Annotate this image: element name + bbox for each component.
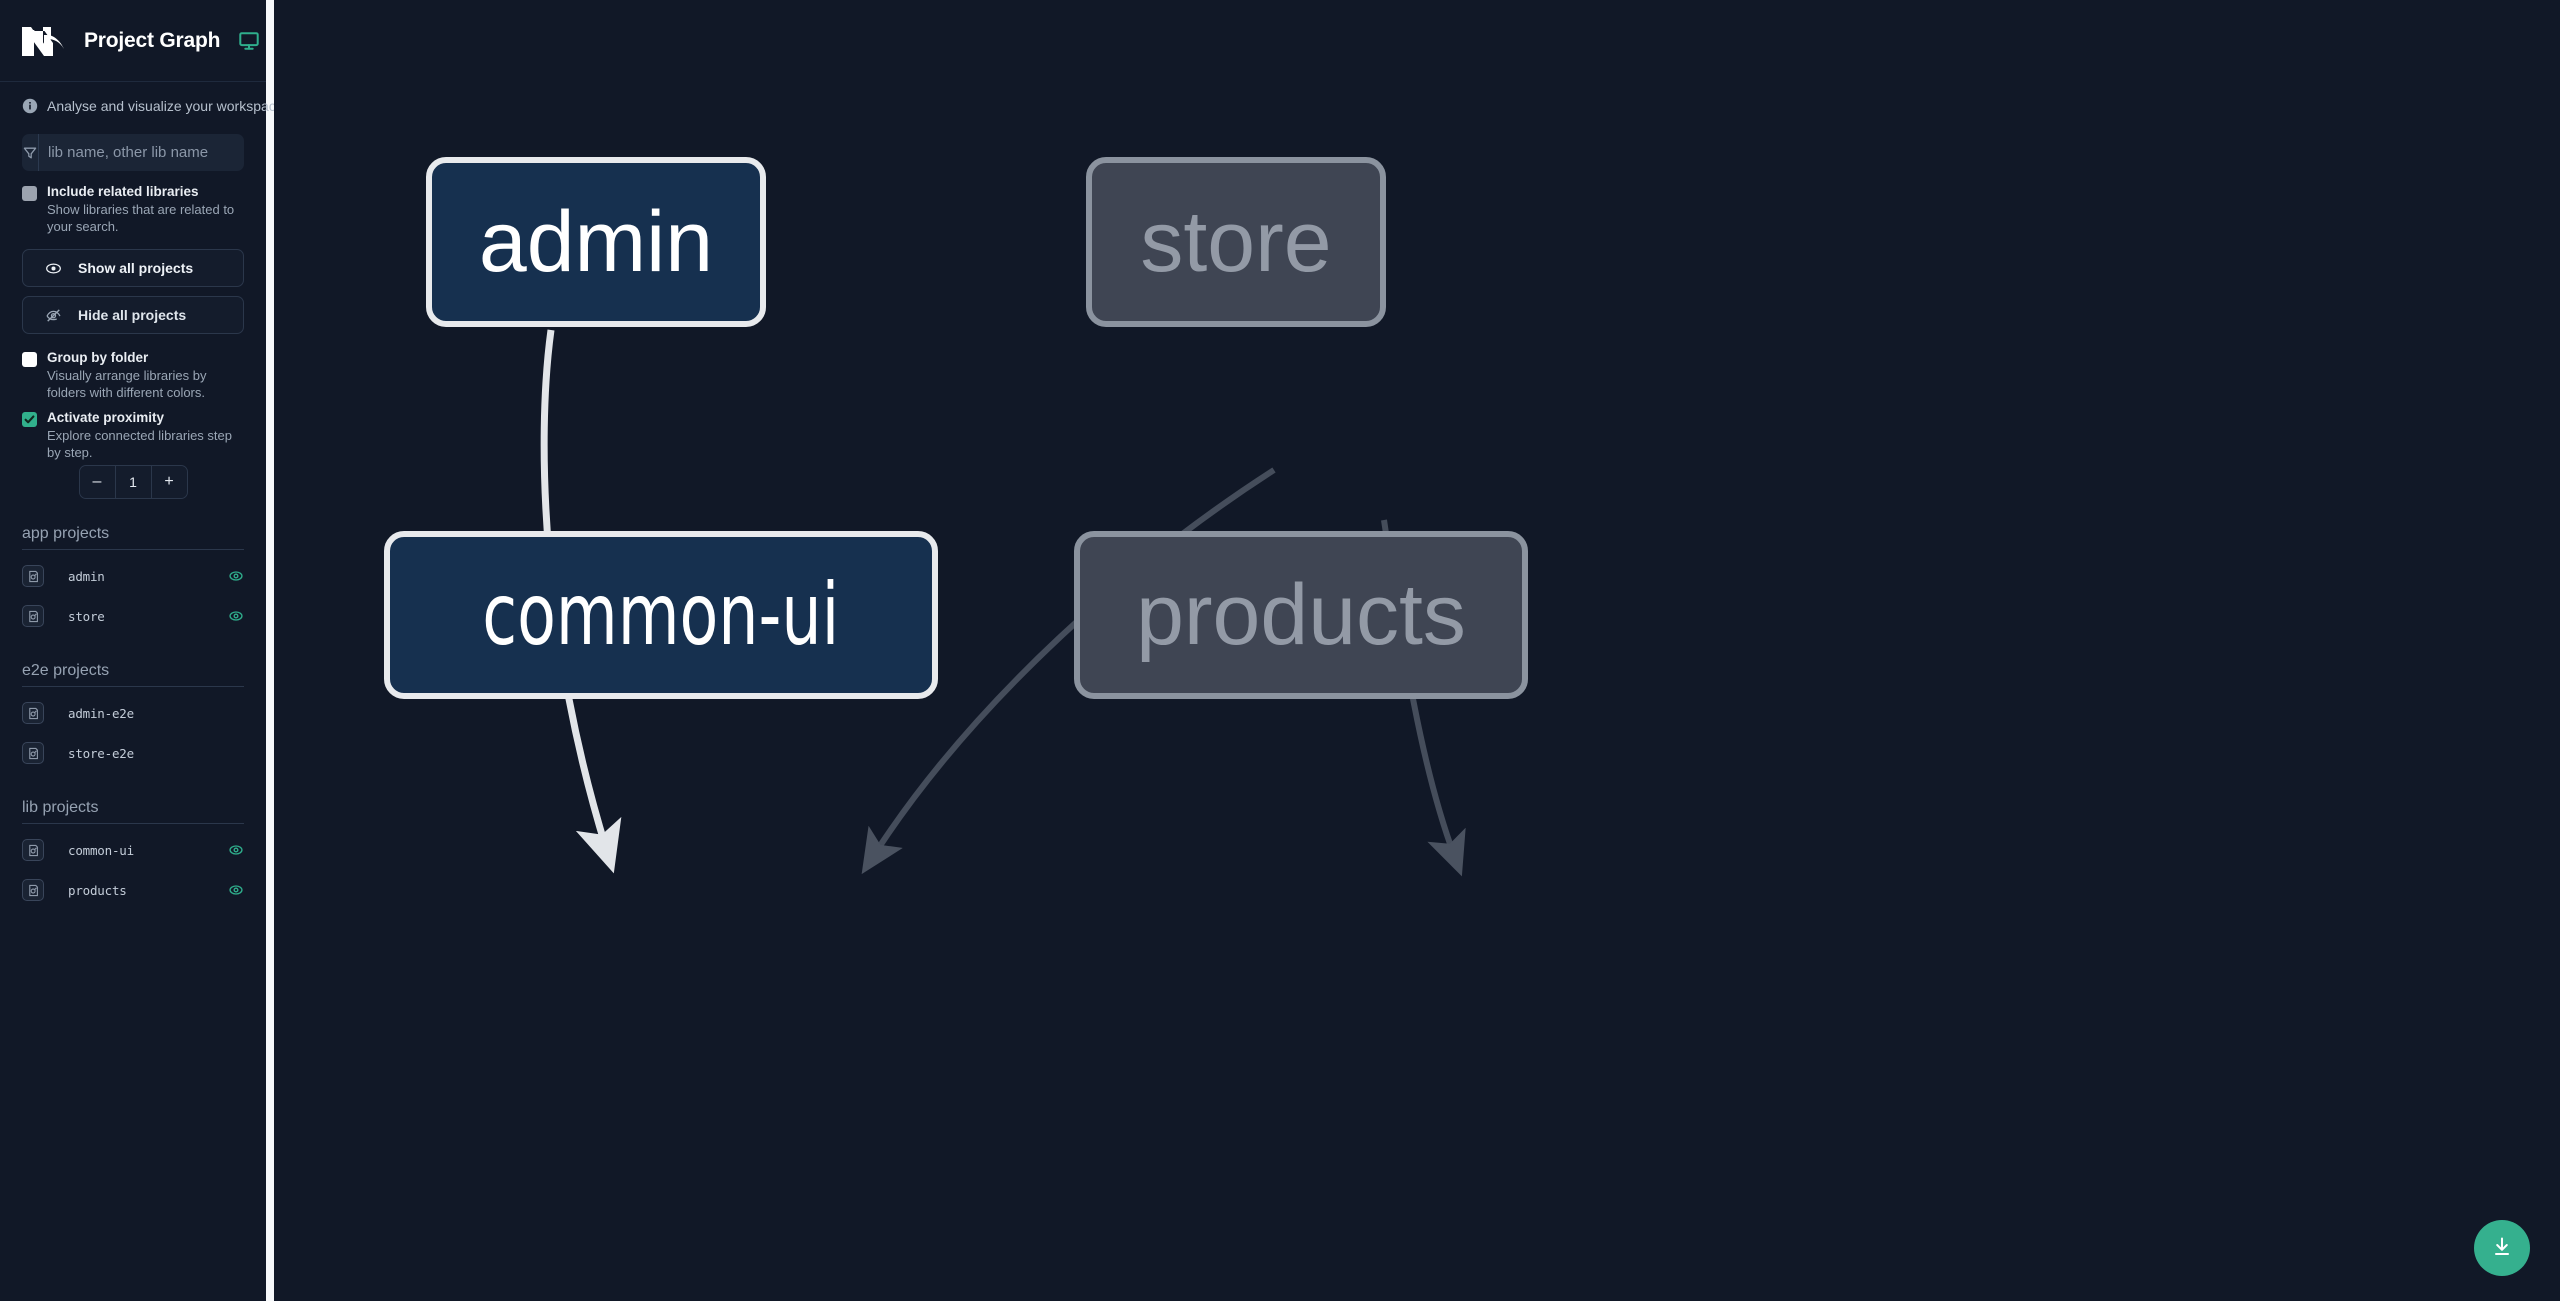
hide-all-projects-label: Hide all projects (78, 307, 187, 323)
project-icon (22, 605, 44, 627)
project-name: store-e2e (68, 745, 134, 761)
option-subtitle: Explore connected libraries step by step… (47, 428, 232, 460)
tagline-text: Analyse and visualize your workspace. (47, 98, 288, 114)
graph-node-products[interactable]: products (1074, 531, 1528, 699)
search-box[interactable] (22, 134, 244, 171)
option-text: Include related libraries Show libraries… (47, 183, 244, 235)
project-name: common-ui (68, 842, 134, 858)
graph-node-label: common-ui (482, 565, 840, 665)
option-group-by-folder[interactable]: Group by folder Visually arrange librari… (0, 343, 266, 401)
project-visibility-eye-icon[interactable] (228, 842, 244, 858)
nx-logo (20, 22, 68, 60)
project-visibility-eye-icon[interactable] (228, 568, 244, 584)
project-icon (22, 839, 44, 861)
project-row-common-ui[interactable]: common-ui (22, 830, 244, 870)
section-e2e-projects: e2e projects admin-e2e (0, 636, 266, 773)
graph-node-common-ui[interactable]: common-ui (384, 531, 938, 699)
checkbox-activate-proximity[interactable] (22, 412, 37, 427)
project-icon (22, 742, 44, 764)
option-text: Activate proximity Explore connected lib… (47, 409, 244, 461)
project-row-products[interactable]: products (22, 870, 244, 910)
project-name: products (68, 882, 127, 898)
section-lib-projects: lib projects common-ui (0, 773, 266, 910)
app-title: Project Graph (84, 28, 221, 52)
checkbox-group-by-folder[interactable] (22, 352, 37, 367)
project-icon (22, 565, 44, 587)
option-title: Include related libraries (47, 184, 199, 199)
project-visibility-eye-icon[interactable] (228, 882, 244, 898)
graph-node-label: products (1136, 567, 1466, 663)
graph-canvas[interactable]: admin store common-ui products (274, 0, 2560, 1301)
edge-store-to-common-ui (861, 467, 1276, 875)
show-all-projects-label: Show all projects (78, 260, 194, 276)
option-title: Group by folder (47, 350, 149, 365)
graph-node-store[interactable]: store (1086, 157, 1386, 327)
project-row-admin[interactable]: admin (22, 556, 244, 596)
option-subtitle: Show libraries that are related to your … (47, 202, 235, 234)
section-heading-app-projects: app projects (22, 499, 244, 550)
graph-node-label: store (1140, 194, 1332, 290)
checkbox-include-related-libraries[interactable] (22, 186, 37, 201)
option-title: Activate proximity (47, 410, 165, 425)
proximity-stepper-wrap: – 1 + (0, 461, 266, 499)
project-visibility-eye-icon[interactable] (228, 608, 244, 624)
download-graph-button[interactable] (2474, 1220, 2530, 1276)
option-activate-proximity[interactable]: Activate proximity Explore connected lib… (0, 401, 266, 461)
option-subtitle: Visually arrange libraries by folders wi… (47, 368, 207, 400)
project-name: store (68, 608, 105, 624)
section-app-projects: app projects admin (0, 499, 266, 636)
info-icon (22, 98, 38, 114)
project-row-store[interactable]: store (22, 596, 244, 636)
proximity-decrement-button[interactable]: – (79, 466, 115, 498)
section-heading-lib-projects: lib projects (22, 773, 244, 824)
project-row-admin-e2e[interactable]: admin-e2e (22, 693, 244, 733)
eye-off-icon (45, 307, 62, 324)
option-text: Group by folder Visually arrange librari… (47, 349, 244, 401)
option-include-related-libraries[interactable]: Include related libraries Show libraries… (0, 171, 266, 235)
section-heading-e2e-projects: e2e projects (22, 636, 244, 687)
funnel-icon[interactable] (22, 134, 39, 171)
download-icon (2490, 1235, 2514, 1262)
search-wrap (0, 124, 266, 171)
show-all-projects-button[interactable]: Show all projects (22, 249, 244, 287)
proximity-value: 1 (114, 466, 151, 498)
proximity-increment-button[interactable]: + (150, 466, 187, 498)
sidebar: Project Graph Analyse and visualize your… (0, 0, 287, 1301)
graph-node-admin[interactable]: admin (426, 157, 766, 327)
visibility-buttons: Show all projects Hide all projects (0, 235, 266, 343)
project-name: admin (68, 568, 105, 584)
eye-icon (45, 260, 62, 277)
sidebar-header: Project Graph (0, 0, 266, 82)
tagline-row: Analyse and visualize your workspace. (0, 82, 287, 124)
project-icon (22, 702, 44, 724)
project-name: admin-e2e (68, 705, 134, 721)
search-input[interactable] (39, 134, 244, 171)
graph-node-label: admin (478, 194, 714, 290)
monitor-icon[interactable] (238, 30, 260, 52)
project-row-store-e2e[interactable]: store-e2e (22, 733, 244, 773)
proximity-stepper[interactable]: – 1 + (78, 465, 188, 499)
project-icon (22, 879, 44, 901)
hide-all-projects-button[interactable]: Hide all projects (22, 296, 244, 334)
